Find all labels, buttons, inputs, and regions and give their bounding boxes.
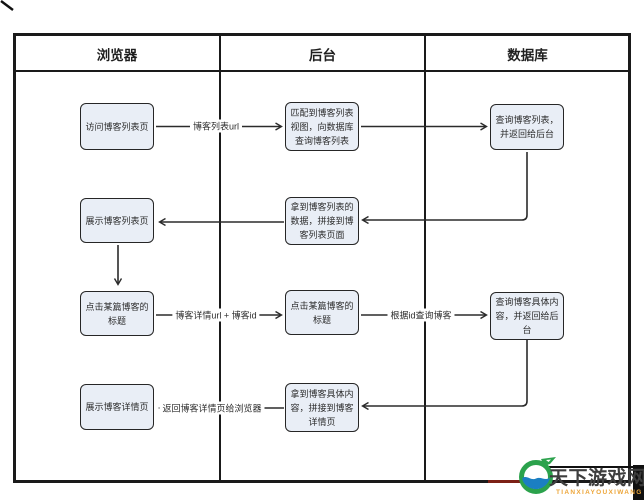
edge-label-query-by-id: 根据id查询博客: [387, 308, 455, 322]
corner-mark: [0, 0, 14, 11]
watermark-subtitle: TIANXIAYOUXIWANG: [556, 489, 643, 496]
edge-label-detail-url-id: 博客详情url + 博客id: [172, 308, 260, 322]
lane-header-backend: 后台: [309, 48, 336, 63]
node-query-blog-list: 查询博客列表，并返回给后台: [490, 104, 564, 150]
node-get-list-data: 拿到博客列表的数据，拼接到博客列表页面: [285, 197, 359, 245]
watermark-top-line: [549, 466, 635, 468]
node-get-blog-content: 拿到博客具体内容，拼接到博客详情页: [285, 383, 359, 432]
node-show-detail-page: 展示博客详情页: [80, 384, 154, 430]
lane-header-browser: 浏览器: [96, 48, 138, 63]
lane-divider-browser-backend: [219, 33, 221, 481]
watermark-right-bar: [633, 465, 644, 500]
node-match-list-view: 匹配到博客列表视图，向数据库查询博客列表: [285, 102, 359, 151]
watermark-title: 天下游戏网: [549, 468, 644, 489]
edge-label-return-detail: 返回博客详情页给浏览器: [159, 401, 265, 415]
node-click-title-backend: 点击某篇博客的标题: [285, 290, 359, 335]
node-show-list-page: 展示博客列表页: [80, 198, 154, 243]
header-divider-line: [13, 70, 631, 72]
lane-header-database: 数据库: [507, 48, 548, 63]
edge-label-list-url: 博客列表url: [189, 119, 243, 133]
watermark-red-line: [488, 480, 523, 483]
lane-divider-backend-database: [424, 33, 426, 481]
watermark-logo-icon: [519, 457, 556, 494]
node-visit-list-page: 访问博客列表页: [80, 103, 154, 150]
node-click-title-browser: 点击某篇博客的标题: [80, 291, 154, 336]
node-query-blog-content: 查询博客具体内容，并返回给后台: [490, 292, 564, 340]
